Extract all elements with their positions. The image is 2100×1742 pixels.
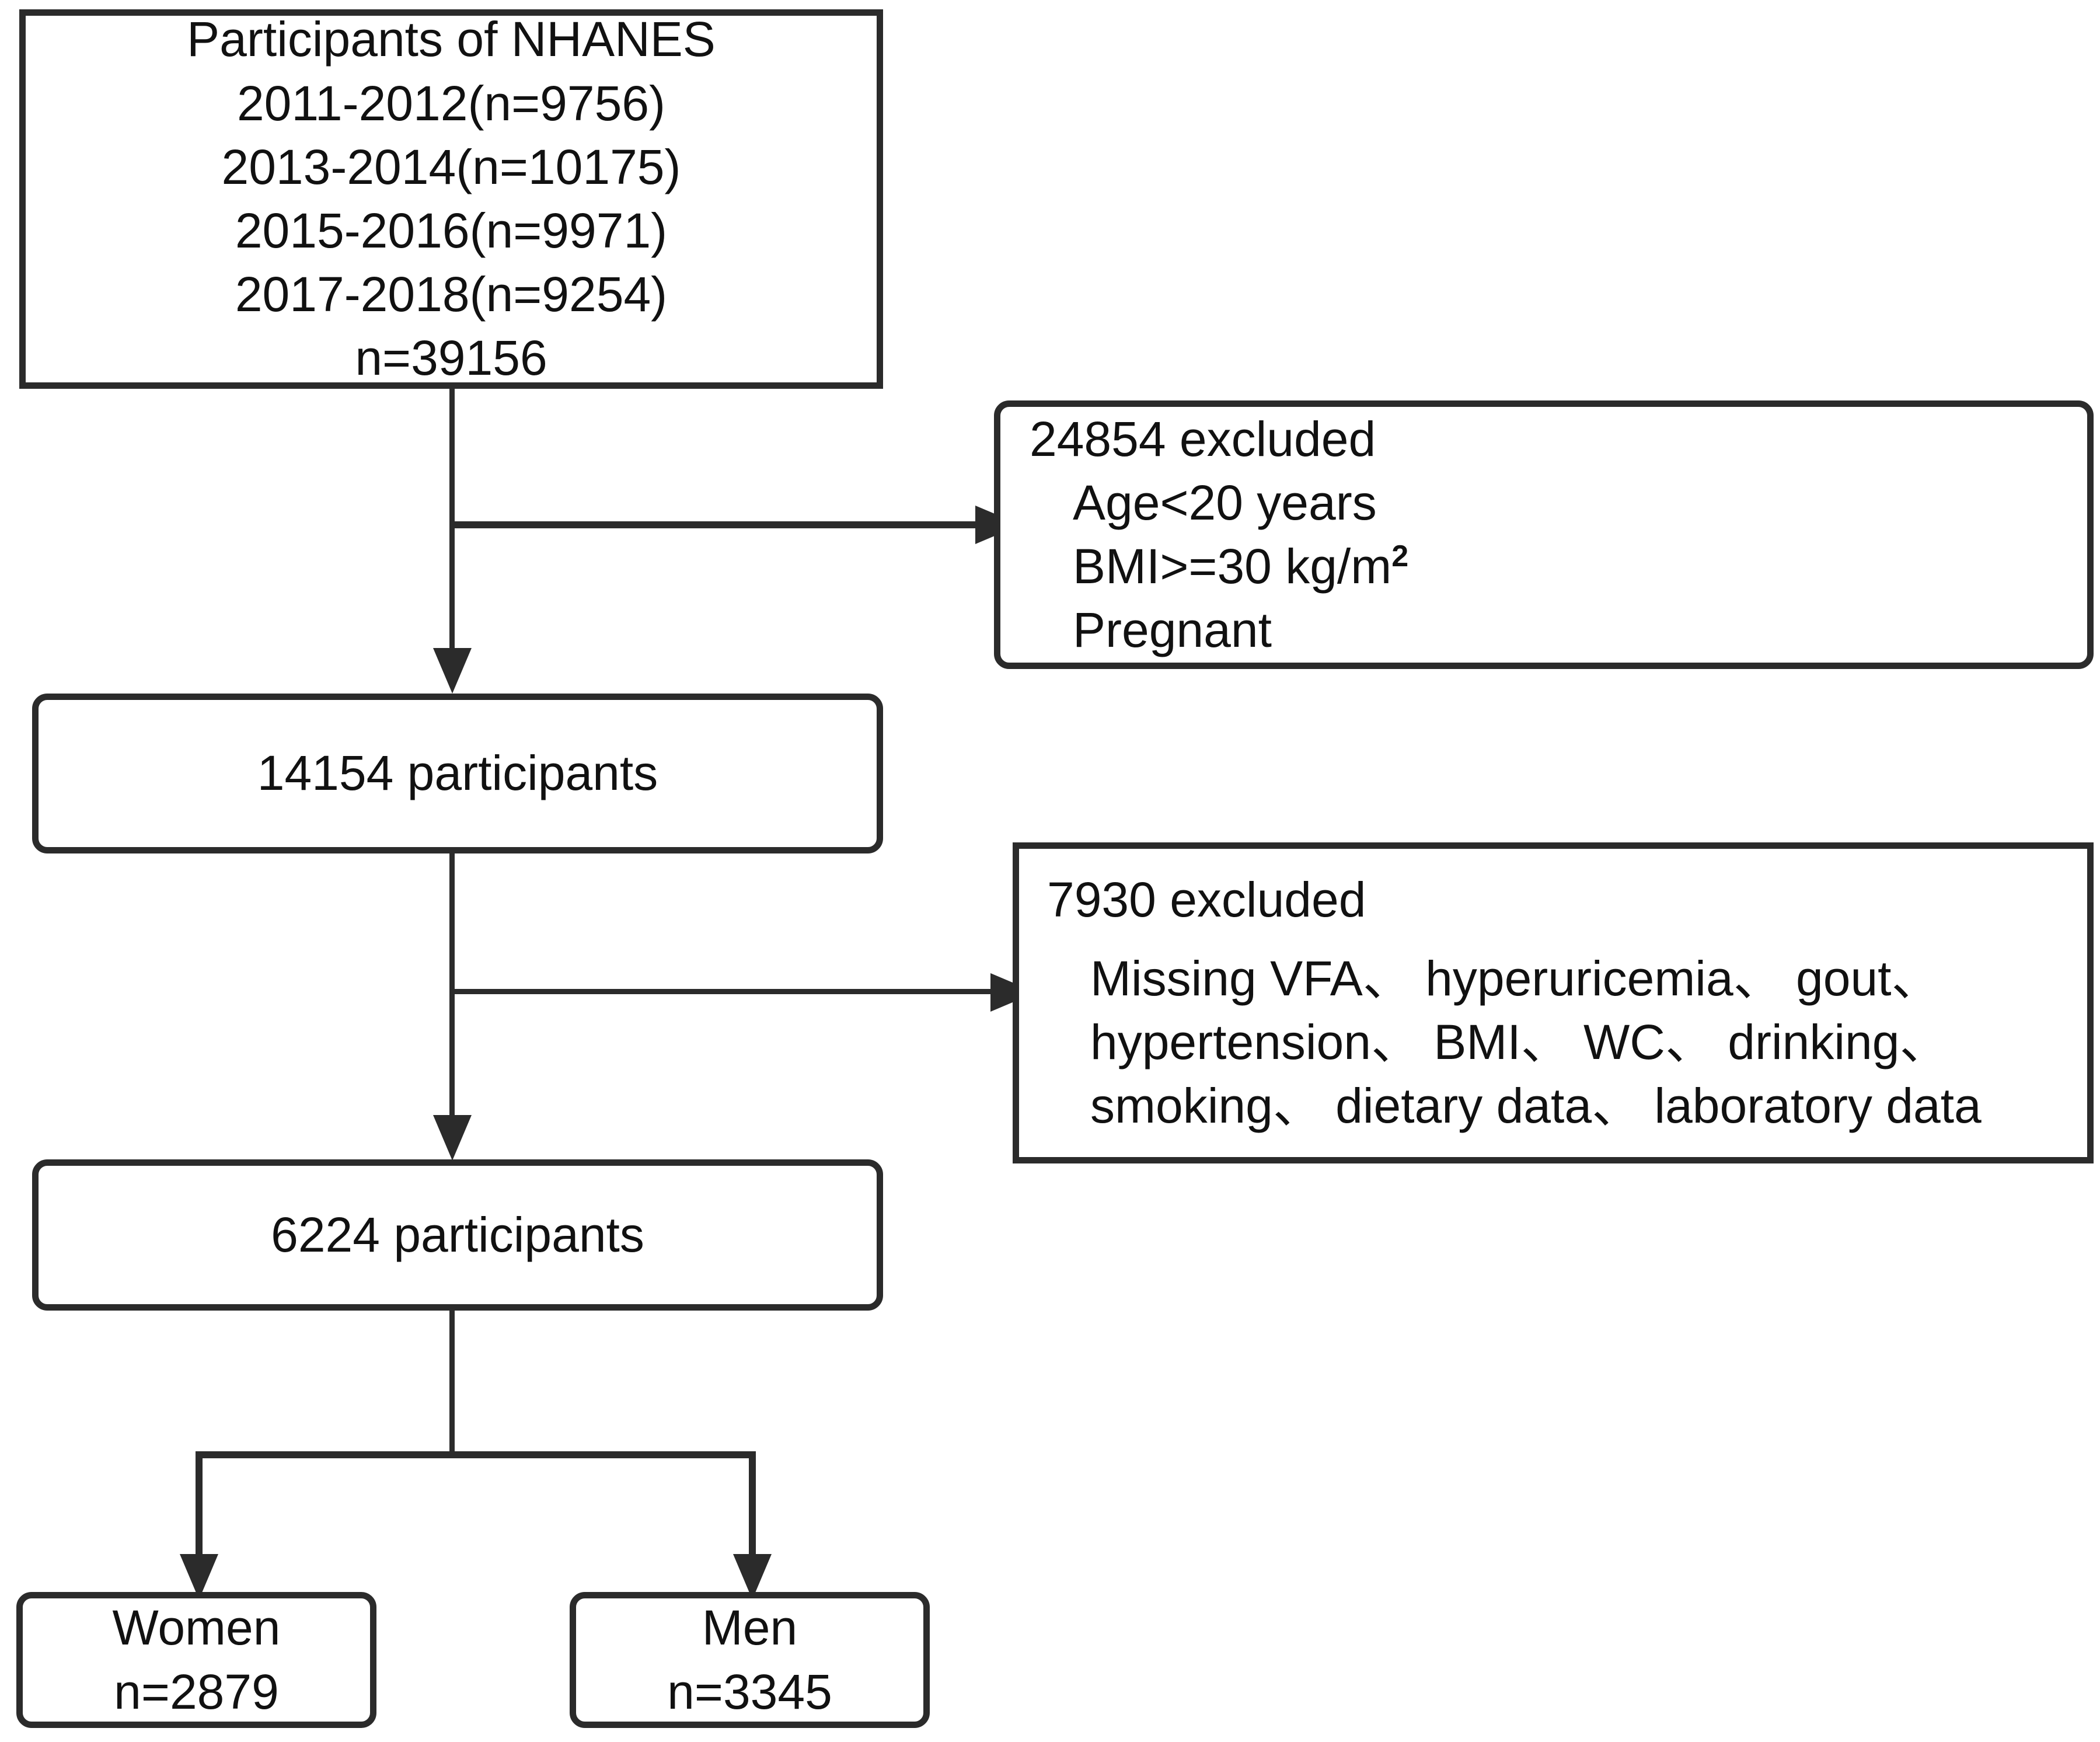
connector-source-to-exclusion1 [455, 521, 975, 528]
women-count: n=2879 [114, 1664, 279, 1719]
exclusion2-heading: 7930 excluded [1047, 872, 1366, 927]
exclusion2-item-2: smoking、 dietary data、 laboratory data [1090, 1078, 1982, 1134]
exclusion2-item-1: hypertension、 BMI、 WC、 drinking、 [1090, 1015, 1949, 1069]
source-line-4: 2017-2018(n=9254) [235, 267, 668, 322]
node-exclusion-1[interactable]: 24854 excluded Age<20 years BMI>=30 kg/m… [994, 400, 2094, 669]
connector-stage2-trunk [449, 1311, 455, 1455]
node-group-men[interactable]: Men n=3345 [570, 1592, 930, 1728]
exclusion1-superscript: 2 [1391, 539, 1409, 573]
source-line-1: 2011-2012(n=9756) [236, 75, 666, 131]
exclusion1-item-2: Pregnant [1073, 602, 1272, 658]
arrowhead-to-stage2-icon [433, 1115, 472, 1161]
connector-split-bar [196, 1451, 756, 1458]
men-label: Men [702, 1600, 798, 1656]
stage2-label: 6224 participants [271, 1207, 644, 1262]
connector-stage1-to-exclusion2 [455, 989, 990, 994]
connector-source-trunk [449, 389, 455, 653]
source-line-3: 2015-2016(n=9971) [235, 203, 668, 258]
exclusion2-item-0: Missing VFA、 hyperuricemia、 gout、 [1090, 950, 1941, 1006]
node-group-women[interactable]: Women n=2879 [16, 1592, 376, 1728]
source-line-0: Participants of NHANES [187, 12, 716, 67]
men-count: n=3345 [667, 1664, 832, 1719]
exclusion1-heading: 24854 excluded [1030, 411, 1376, 466]
connector-stage1-trunk [449, 853, 455, 1120]
stage1-label: 14154 participants [257, 745, 658, 801]
source-line-5: n=39156 [355, 330, 547, 386]
node-stage-2[interactable]: 6224 participants [32, 1159, 883, 1311]
exclusion1-item-1: BMI>=30 kg/m2 [1030, 535, 1408, 598]
node-exclusion-2[interactable]: 7930 excluded Missing VFA、 hyperuricemia… [1013, 842, 2094, 1163]
node-stage-1[interactable]: 14154 participants [32, 694, 883, 853]
source-line-2: 2013-2014(n=10175) [221, 139, 681, 194]
exclusion1-item-1-text: BMI>=30 kg/m [1073, 539, 1392, 594]
arrowhead-to-stage1-icon [433, 648, 472, 694]
women-label: Women [112, 1600, 281, 1656]
exclusion1-item-0: Age<20 years [1073, 475, 1377, 530]
node-source-cohort[interactable]: Participants of NHANES 2011-2012(n=9756)… [19, 9, 883, 389]
